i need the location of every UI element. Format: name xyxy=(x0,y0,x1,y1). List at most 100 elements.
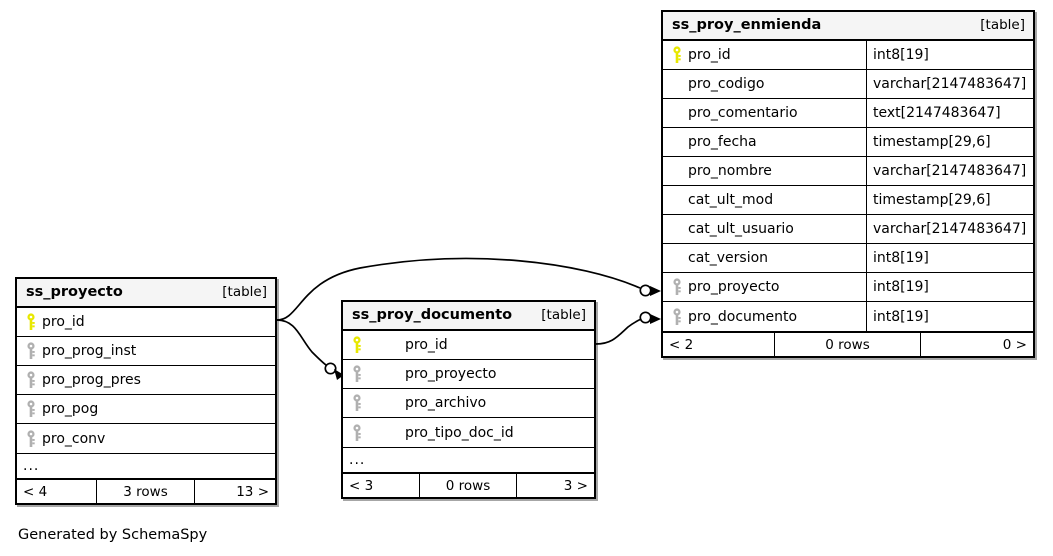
column-type: int8[19] xyxy=(873,279,929,295)
more-columns-indicator: ... xyxy=(343,447,594,472)
table-kind-label: [table] xyxy=(980,16,1025,33)
table-node-ss-proy-documento[interactable]: ss_proy_documento [table] pro_id pro_proy… xyxy=(341,300,596,499)
column-name-cell: pro_tipo_doc_id xyxy=(343,418,594,447)
foreign-key-icon xyxy=(670,277,684,297)
table-title: ss_proy_documento xyxy=(352,307,513,324)
table-title: ss_proy_enmienda xyxy=(672,17,822,34)
column-name: pro_proyecto xyxy=(405,366,497,382)
foreign-key-icon xyxy=(24,341,38,361)
foreign-key-icon xyxy=(670,307,684,327)
table-title: ss_proyecto xyxy=(26,284,123,301)
column-type: int8[19] xyxy=(873,250,929,266)
column-name-cell: pro_pog xyxy=(17,395,275,423)
key-placeholder xyxy=(670,190,684,210)
table-footer: < 2 0 rows 0 > xyxy=(663,331,1033,356)
column-name: pro_prog_pres xyxy=(42,372,141,388)
column-name: pro_fecha xyxy=(688,134,757,150)
column-name: pro_id xyxy=(688,47,731,63)
footer-row-count: 0 rows xyxy=(775,333,921,356)
table-column-row[interactable]: cat_ult_mod timestamp[29,6] xyxy=(663,186,1033,215)
footer-prev-count[interactable]: < 3 xyxy=(343,474,420,497)
footer-row-count: 3 rows xyxy=(97,480,195,503)
table-kind-label: [table] xyxy=(222,283,267,300)
foreign-key-icon xyxy=(24,370,38,390)
key-placeholder xyxy=(670,248,684,268)
column-type: varchar[2147483647] xyxy=(873,76,1027,92)
table-column-row[interactable]: pro_nombre varchar[2147483647] xyxy=(663,157,1033,186)
column-name: cat_ult_usuario xyxy=(688,221,794,237)
table-column-row[interactable]: pro_archivo xyxy=(343,389,594,418)
footer-prev-count[interactable]: < 4 xyxy=(17,480,97,503)
table-column-row[interactable]: pro_proyecto xyxy=(343,360,594,389)
table-column-row[interactable]: pro_codigo varchar[2147483647] xyxy=(663,70,1033,99)
table-column-row[interactable]: pro_pog xyxy=(17,395,275,424)
foreign-key-icon xyxy=(24,429,38,449)
primary-key-icon xyxy=(670,45,684,65)
column-type: text[2147483647] xyxy=(873,105,1001,121)
column-type: int8[19] xyxy=(873,47,929,63)
generator-credit: Generated by SchemaSpy xyxy=(18,527,208,543)
column-name-cell: pro_proyecto xyxy=(343,360,594,388)
foreign-key-icon xyxy=(350,423,364,443)
column-name: cat_version xyxy=(688,250,769,266)
column-name: pro_codigo xyxy=(688,76,765,92)
footer-next-count[interactable]: 0 > xyxy=(1002,336,1027,353)
primary-key-icon xyxy=(24,312,38,332)
table-header-ss-proy-enmienda: ss_proy_enmienda [table] xyxy=(663,12,1033,41)
key-placeholder xyxy=(670,132,684,152)
column-name-cell: pro_prog_pres xyxy=(17,366,275,394)
table-column-row[interactable]: pro_id int8[19] xyxy=(663,41,1033,70)
table-column-row[interactable]: pro_conv xyxy=(17,424,275,453)
table-header-ss-proyecto: ss_proyecto [table] xyxy=(17,279,275,308)
column-type: timestamp[29,6] xyxy=(873,192,991,208)
column-type: varchar[2147483647] xyxy=(873,163,1027,179)
table-column-row[interactable]: cat_version int8[19] xyxy=(663,244,1033,273)
column-name-cell: pro_documento xyxy=(663,302,867,331)
table-header-ss-proy-documento: ss_proy_documento [table] xyxy=(343,302,594,331)
footer-next-count[interactable]: 3 > xyxy=(563,477,588,494)
table-column-row[interactable]: pro_tipo_doc_id xyxy=(343,418,594,447)
table-column-row[interactable]: pro_id xyxy=(17,308,275,337)
footer-prev-count[interactable]: < 2 xyxy=(663,333,775,356)
column-name: pro_tipo_doc_id xyxy=(405,424,514,441)
column-name: cat_ult_mod xyxy=(688,192,774,208)
more-columns-indicator: ... xyxy=(17,453,275,478)
column-name-cell: cat_version xyxy=(663,244,867,272)
column-name-cell: cat_ult_mod xyxy=(663,186,867,214)
foreign-key-icon xyxy=(24,399,38,419)
column-name-cell: pro_nombre xyxy=(663,157,867,185)
footer-next-count[interactable]: 13 > xyxy=(236,483,269,500)
column-name-cell: pro_fecha xyxy=(663,128,867,156)
column-name: pro_proyecto xyxy=(688,279,780,295)
column-name-cell: pro_id xyxy=(17,308,275,336)
column-name: pro_id xyxy=(405,337,448,353)
table-column-row[interactable]: pro_prog_pres xyxy=(17,366,275,395)
table-footer: < 4 3 rows 13 > xyxy=(17,478,275,503)
key-placeholder xyxy=(670,219,684,239)
key-placeholder xyxy=(670,103,684,123)
column-name-cell: pro_proyecto xyxy=(663,273,867,301)
column-name-cell: pro_conv xyxy=(17,424,275,453)
table-column-row[interactable]: pro_prog_inst xyxy=(17,337,275,366)
primary-key-icon xyxy=(350,335,364,355)
table-column-row[interactable]: pro_id xyxy=(343,331,594,360)
column-name: pro_nombre xyxy=(688,163,772,179)
table-column-row[interactable]: pro_proyecto int8[19] xyxy=(663,273,1033,302)
column-name: pro_documento xyxy=(688,308,798,325)
column-name-cell: pro_codigo xyxy=(663,70,867,98)
key-placeholder xyxy=(670,74,684,94)
column-name: pro_pog xyxy=(42,401,99,417)
column-name-cell: pro_archivo xyxy=(343,389,594,417)
column-name-cell: pro_id xyxy=(343,331,594,359)
key-placeholder xyxy=(670,161,684,181)
column-list: pro_id pro_proyecto pro_archivo pro_tipo_do… xyxy=(343,331,594,447)
relationship-documento-to-enmienda xyxy=(595,311,661,345)
